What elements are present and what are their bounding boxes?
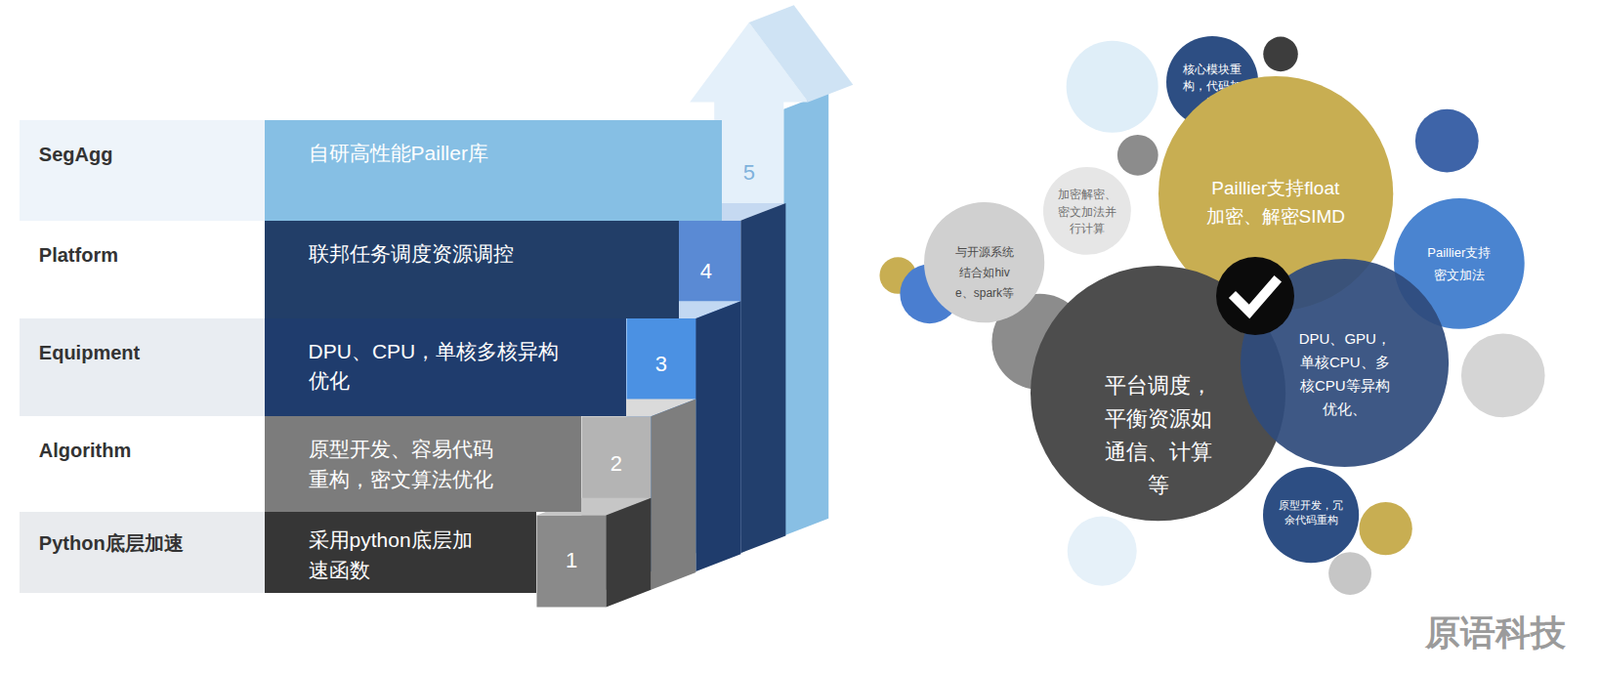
step-block: 3: [639, 347, 683, 381]
band-text: 采用python底层加 速函数: [308, 525, 483, 586]
row-label-text: SegAgg: [39, 140, 273, 169]
row-label: Python底层加速: [19, 511, 273, 593]
row-label: Algorithm: [19, 416, 273, 512]
level-band: 联邦任务调度资源调控: [264, 220, 680, 319]
deco-bubble: [1066, 41, 1159, 133]
step-block: 1: [549, 545, 593, 579]
step-number: 3: [655, 351, 668, 378]
row-label: Equipment: [19, 318, 273, 417]
step-side: [695, 300, 741, 572]
step-block: 5: [727, 157, 771, 191]
band-text: 自研高性能Pailler库: [308, 138, 723, 169]
row-label-text: Algorithm: [39, 436, 273, 465]
bubble-text: DPU、GPU， 单核CPU、多 核CPU等异构 优化、: [1296, 327, 1394, 422]
deco-bubble: [1067, 516, 1137, 587]
step-block: 2: [594, 447, 638, 481]
check-tick: [1235, 282, 1275, 312]
band-text: DPU、CPU，单核多核异构 优化: [308, 336, 571, 397]
row-label: Platform: [19, 220, 273, 319]
bubble-fill: [1240, 258, 1449, 467]
deco-bubble: [1117, 134, 1159, 176]
check-disc: [1216, 256, 1295, 336]
level-band: 自研高性能Pailler库: [264, 120, 723, 220]
bubble-text: 原型开发，冗 余代码重构: [1277, 498, 1345, 530]
bubble-text: Paillier支持 密文加法: [1424, 242, 1495, 286]
feature-bubble: 原型开发，冗 余代码重构: [1263, 466, 1359, 563]
row-label-text: Python底层加速: [39, 529, 273, 558]
step-number: 1: [565, 547, 578, 574]
row-label-text: Equipment: [39, 338, 273, 368]
band-text: 原型开发、容易代码 重构，密文算法优化: [308, 434, 505, 495]
step-number: 2: [610, 451, 623, 477]
bubble-shape: [924, 202, 1045, 323]
step-front: [536, 515, 606, 608]
deco-bubble: [1461, 334, 1546, 419]
watermark: 原语科技: [1425, 611, 1566, 654]
deco-bubble: [1415, 109, 1479, 173]
deco-bubble: [1263, 37, 1299, 73]
arrow-head-side: [749, 4, 854, 102]
bubble-fill: [1043, 167, 1132, 255]
feature-bubble: 与开源系统 结合如hiv e、spark等: [924, 202, 1045, 323]
step-number: 5: [743, 160, 756, 186]
row-label: SegAgg: [19, 120, 273, 220]
row-label-text: Platform: [39, 241, 273, 270]
level-band: DPU、CPU，单核多核异构 优化: [264, 318, 628, 417]
step-side: [650, 398, 696, 590]
step-number: 4: [700, 258, 713, 285]
step-block: 4: [684, 254, 728, 289]
feature-bubble: 加密解密、 密文加法并 行计算: [1043, 167, 1132, 255]
bubble-fill: [1263, 466, 1359, 563]
bubble-text: Paillier支持float 加密、解密SIMD: [1203, 174, 1348, 231]
bubble-text: 平台调度， 平衡资源如 通信、计算 等: [1102, 369, 1215, 503]
band-text: 联邦任务调度资源调控: [308, 239, 680, 269]
bubble-fill: [924, 202, 1045, 323]
step-side: [740, 203, 786, 553]
deco-bubble: [1328, 551, 1372, 595]
feature-bubble: DPU、GPU， 单核CPU、多 核CPU等异构 优化、: [1240, 258, 1449, 467]
bubble-text: 加密解密、 密文加法并 行计算: [1056, 186, 1118, 238]
deco-bubble: [1358, 502, 1412, 555]
level-band: 采用python底层加 速函数: [264, 511, 538, 593]
bubble-text: 与开源系统 结合如hiv e、spark等: [953, 242, 1016, 304]
step-side: [606, 498, 652, 608]
level-band: 原型开发、容易代码 重构，密文算法优化: [264, 416, 583, 512]
arrow-side: [783, 91, 829, 536]
